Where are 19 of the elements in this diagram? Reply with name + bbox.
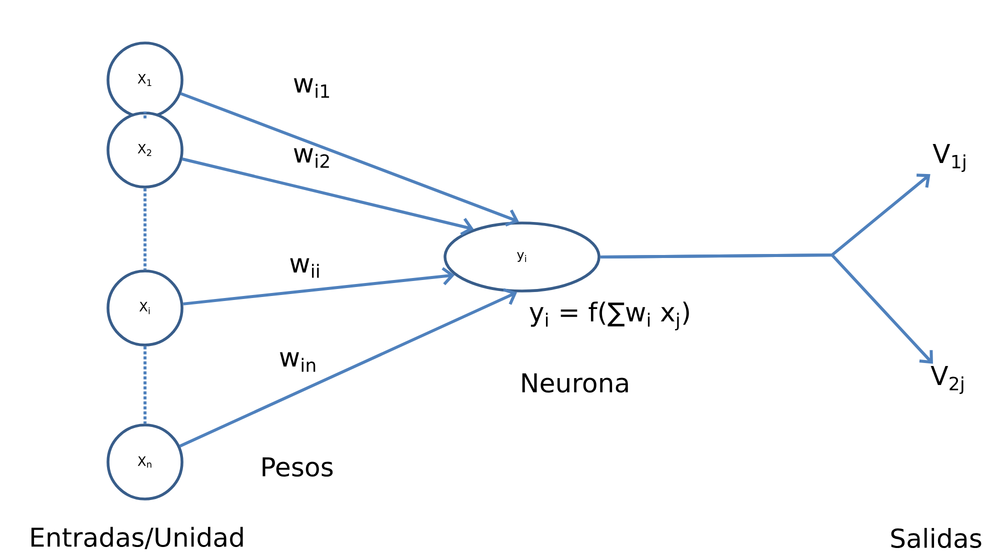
output-label: V$_{1j}$ (932, 144, 966, 172)
edge-label: w$_{i2}$ (294, 148, 329, 168)
weight-arrow (182, 158, 474, 236)
edge-label: w$_{i1}$ (294, 78, 330, 98)
caption-label: Entradas/Unidad (32, 526, 243, 550)
caption-label: Neurona (522, 373, 628, 393)
output-label: V$_{2j}$ (930, 366, 964, 394)
dotted-line (144, 346, 146, 424)
caption-label: Pesos (262, 457, 333, 477)
formula-label: y$_{i}$ = f(∑w$_{i}$ x$_{j}$) (530, 302, 689, 330)
edge-label: w$_{ii}$ (290, 258, 319, 278)
weight-arrow (179, 288, 518, 448)
caption-label: Salidas (891, 528, 982, 548)
weight-arrow (183, 267, 455, 306)
weight-arrow (180, 92, 519, 227)
dotted-line (144, 112, 146, 118)
output-arrow (600, 254, 933, 364)
edge-label: w$_{in}$ (280, 352, 316, 372)
dotted-line (144, 188, 146, 270)
